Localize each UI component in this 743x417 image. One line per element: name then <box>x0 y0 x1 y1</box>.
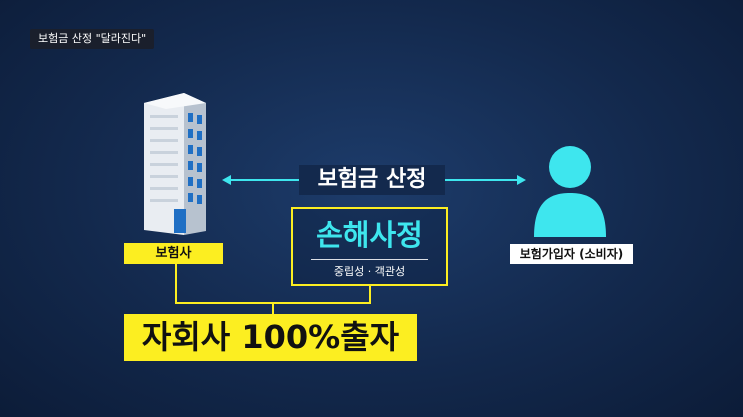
person-icon <box>534 146 606 237</box>
office-building-icon <box>144 93 206 235</box>
consumer-label: 보험가입자 (소비자) <box>510 244 633 264</box>
news-caption: 보험금 산정 "달라진다" <box>30 29 155 49</box>
insurer-label: 보험사 <box>124 243 223 264</box>
loss-adjustment-subtitle: 중립성 · 객관성 <box>333 265 406 278</box>
loss-adjustment-box: 손해사정 중립성 · 객관성 <box>291 207 448 286</box>
subsidiary-label: 자회사 100%출자 <box>124 314 417 361</box>
calculation-label: 보험금 산정 <box>299 165 445 195</box>
loss-adjustment-title: 손해사정 <box>316 218 423 252</box>
divider <box>311 259 428 260</box>
